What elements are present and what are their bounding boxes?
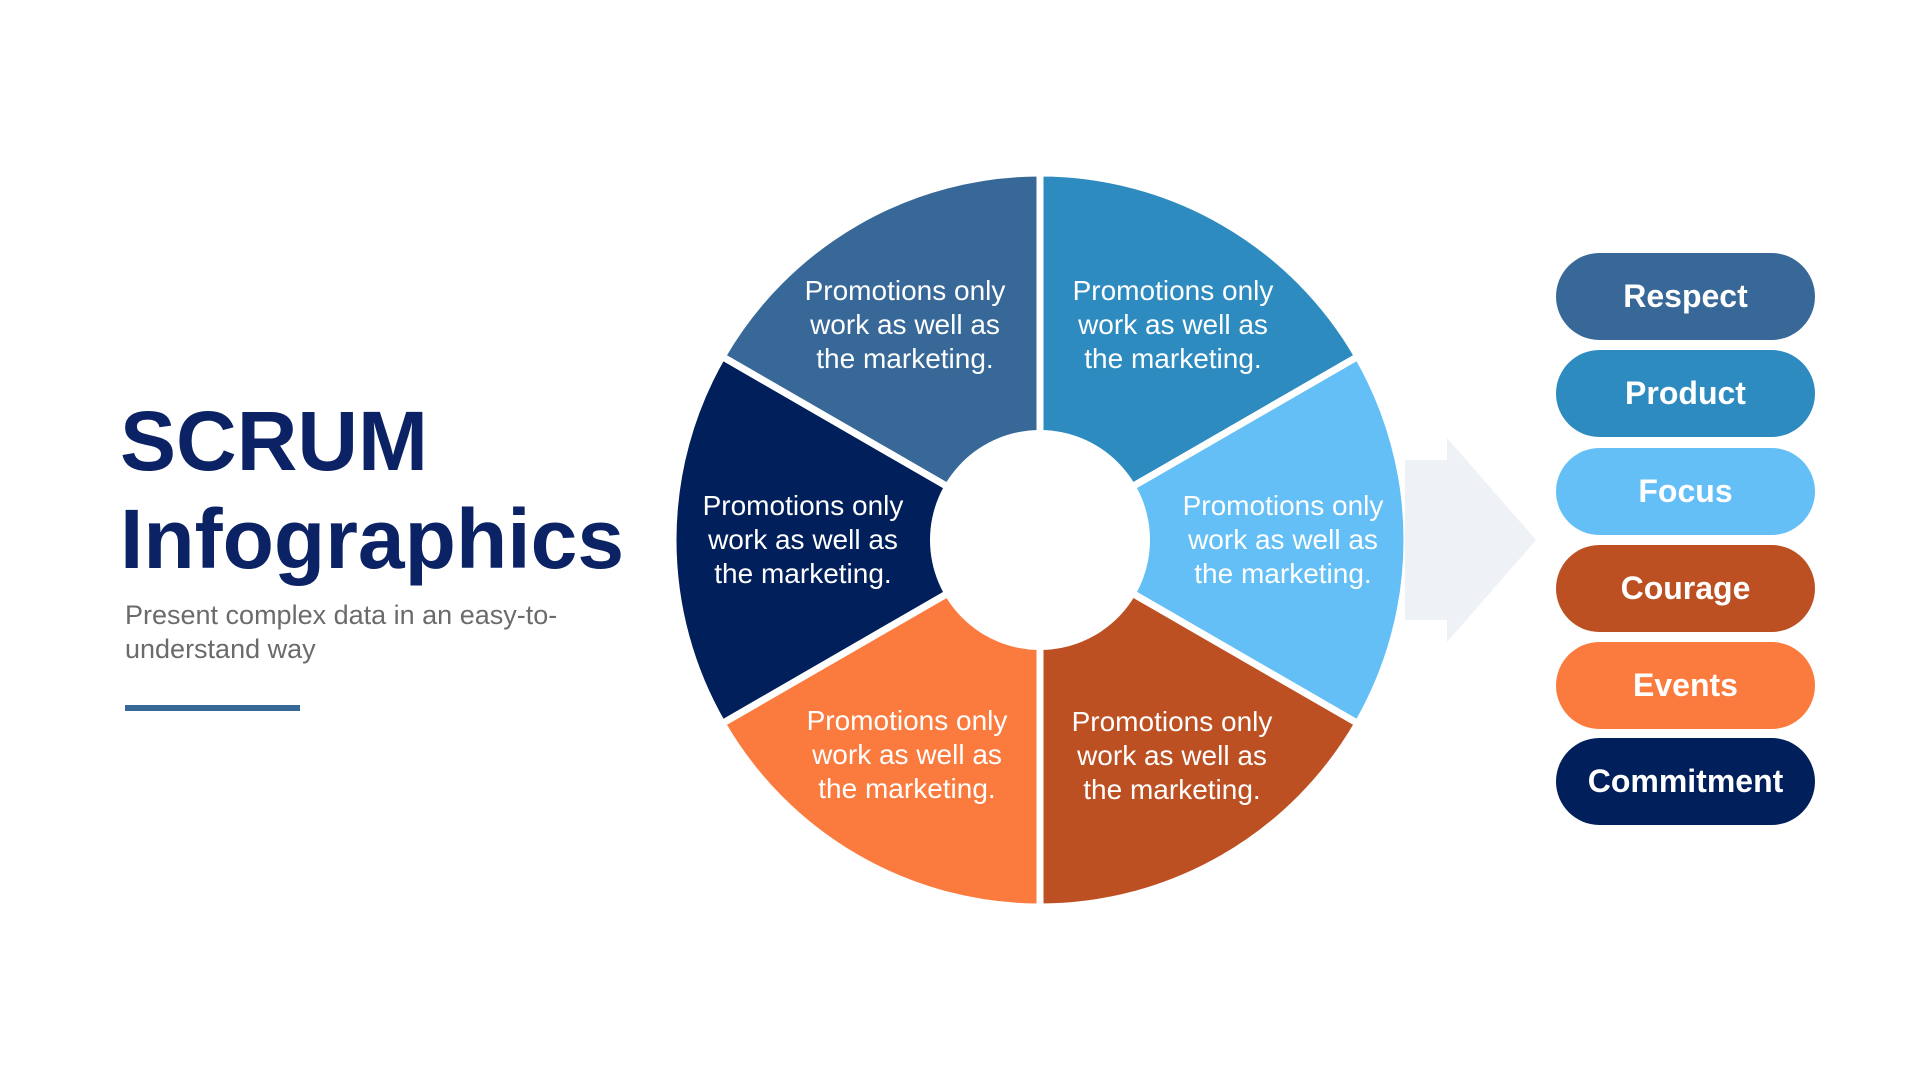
value-pill-events[interactable]: Events [1556,642,1815,729]
wheel-segments [669,169,1411,911]
value-pill-product[interactable]: Product [1556,350,1815,437]
title-line-2: Infographics [120,492,625,586]
value-pill-courage[interactable]: Courage [1556,545,1815,632]
wheel-center-hole [930,430,1150,650]
page-title: SCRUM Infographics [120,392,624,588]
value-pill-respect[interactable]: Respect [1556,253,1815,340]
divider [125,705,300,711]
value-pill-focus[interactable]: Focus [1556,448,1815,535]
subtitle: Present complex data in an easy-to-under… [125,600,558,664]
value-pill-commitment[interactable]: Commitment [1556,738,1815,825]
wheel-segment-left [669,353,1044,727]
title-line-1: SCRUM [120,394,428,488]
wheel-segment-bottom-left [718,536,1044,911]
wheel-segment-bottom-right [1036,536,1362,911]
wheel-segment-top-right [1036,169,1362,544]
wheel-segment-top-left [718,169,1044,544]
